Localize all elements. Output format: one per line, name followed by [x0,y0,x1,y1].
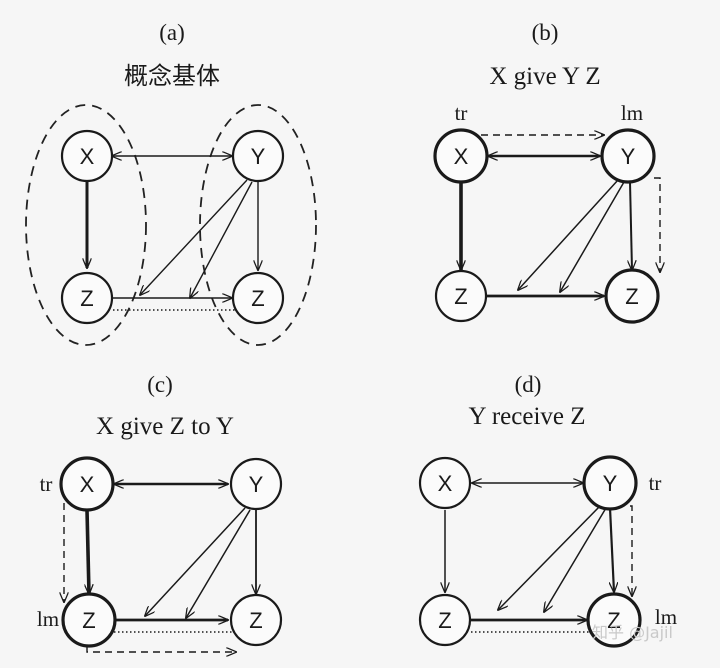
panel-a-node-x: X [60,129,114,183]
panel-c-node-y: Y [229,457,283,511]
node-label: Y [249,472,264,497]
panel-d-tr-label: tr [649,471,662,495]
node-label: Z [454,284,467,309]
node-label: Z [80,286,93,311]
panel-b-node-x: X [433,128,489,184]
panel-b-tr-label: tr [455,101,468,125]
panel-b-node-z-right: Z [604,268,660,324]
node-label: Z [625,284,638,309]
node-label: Y [603,471,618,496]
panel-a-right-group-ellipse [199,104,317,346]
node-label: Z [607,608,620,633]
panel-b-edge-y-z-dashed [654,177,660,272]
panel-c-edge-y-z-diag-1 [145,507,246,616]
panel-d-edge-y-z-dashed [630,505,632,596]
panel-b-letter: (b) [532,20,559,45]
panel-b-edge-y-z-diag-1 [518,179,619,290]
panel-c-edge-x-z [87,509,89,594]
panel-d-edge-y-z-diag-1 [498,505,601,610]
panel-c: (c) X give Z to Y tr lm X Y Z Z [37,372,283,652]
panel-c-lm-label: lm [37,607,59,631]
panel-d-node-z-left: Z [418,593,472,647]
panel-b-edge-y-z-diag-2 [560,181,625,292]
panel-d-node-z-right: Z [586,592,642,648]
panel-c-node-z-right: Z [229,593,283,647]
panel-d: (d) Y receive Z tr lm X Y Z Z [418,372,677,648]
watermark: 知乎 @Jajil [592,623,673,642]
panel-b-title: X give Y Z [489,63,600,90]
panel-d-lm-label: lm [655,605,677,629]
panel-c-tr-label: tr [40,472,53,496]
panel-c-node-x: X [59,456,115,512]
panel-a-node-z-right: Z [231,271,285,325]
node-label: Z [249,608,262,633]
panel-b-edge-y-z [630,181,632,270]
node-label: Z [438,608,451,633]
panel-a-node-z-left: Z [60,271,114,325]
node-label: Y [251,144,266,169]
node-label: X [454,144,469,169]
node-label: X [80,472,95,497]
panel-b-lm-label: lm [621,101,643,125]
panel-a-title: 概念基体 [124,62,220,90]
panel-b-node-z-left: Z [434,269,488,323]
panel-b-node-y: Y [600,128,656,184]
panel-a-left-group-ellipse [25,104,147,346]
panel-b: (b) X give Y Z tr lm X Y Z Z [433,20,660,324]
node-label: X [438,471,453,496]
node-label: Z [82,608,95,633]
panel-d-node-y: Y [582,455,638,511]
panel-c-edge-y-z-diag-2 [186,509,251,618]
node-label: Z [251,286,264,311]
panel-a-node-y: Y [231,129,285,183]
panel-c-edge-z-z-dashed [86,646,236,652]
panel-d-title: Y receive Z [468,403,585,430]
node-label: X [80,144,95,169]
panel-c-letter: (c) [147,372,173,397]
panel-d-node-x: X [418,456,472,510]
panel-d-letter: (d) [515,372,542,397]
panel-a-edge-y-z-diag-2 [190,181,253,298]
panel-c-title: X give Z to Y [96,413,234,440]
panel-d-edge-y-z [608,507,614,592]
node-label: Y [621,144,636,169]
panel-d-edge-y-z-diag-2 [544,507,607,612]
panel-a-letter: (a) [159,20,185,45]
panel-a-edge-y-z-diag-1 [140,179,248,295]
panel-c-node-z-left: Z [61,592,117,648]
panel-a: (a) 概念基体 X Y Z Z [25,20,317,346]
